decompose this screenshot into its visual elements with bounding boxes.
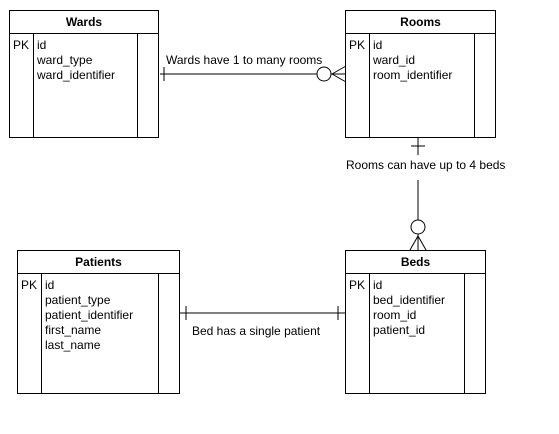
key-column xyxy=(10,33,34,137)
attribute: room_identifier xyxy=(373,68,453,82)
beds-crowfoot-left xyxy=(409,235,419,251)
beds-zero-circle xyxy=(410,219,426,235)
attribute: first_name xyxy=(45,323,102,337)
attribute: room_id xyxy=(373,308,417,322)
key-column xyxy=(18,273,42,393)
entity-title: Patients xyxy=(18,251,179,274)
attribute: ward_type xyxy=(37,53,93,67)
rooms-zero-circle xyxy=(316,66,332,82)
entity-wards[interactable]: Wards PK id ward_type ward_identifier xyxy=(9,10,159,138)
entity-rooms[interactable]: Rooms PK id ward_id room_identifier xyxy=(345,10,496,138)
entity-patients[interactable]: Patients PK id patient_type patient_iden… xyxy=(17,250,180,394)
type-column xyxy=(464,273,485,393)
primary-key-marker: PK xyxy=(12,38,29,52)
primary-key-marker: PK xyxy=(20,278,37,292)
key-column xyxy=(346,33,370,137)
attribute: id xyxy=(45,278,55,292)
attribute: id xyxy=(37,38,47,52)
rooms-crowfoot-upper xyxy=(331,65,347,75)
type-column xyxy=(474,33,495,137)
entity-title: Wards xyxy=(10,11,158,34)
type-column xyxy=(158,273,179,393)
primary-key-marker: PK xyxy=(348,278,365,292)
attribute-list: id bed_identifier room_id patient_id xyxy=(373,278,445,338)
attribute: ward_id xyxy=(373,53,416,67)
entity-title: Rooms xyxy=(346,11,495,34)
attribute-list: id patient_type patient_identifier first… xyxy=(45,278,133,353)
relationship-label-rooms-beds: Rooms can have up to 4 beds xyxy=(346,158,506,172)
attribute: id xyxy=(373,38,383,52)
relationship-label-patients-beds: Bed has a single patient xyxy=(192,324,321,338)
attribute: patient_type xyxy=(45,293,111,307)
relationship-label-wards-rooms: Wards have 1 to many rooms xyxy=(166,53,323,67)
attribute: id xyxy=(373,278,383,292)
attribute: patient_id xyxy=(373,323,426,337)
entity-title: Beds xyxy=(346,251,485,274)
primary-key-marker: PK xyxy=(348,38,365,52)
attribute: bed_identifier xyxy=(373,293,446,307)
type-column xyxy=(137,33,158,137)
attribute: ward_identifier xyxy=(37,68,116,82)
attribute: patient_identifier xyxy=(45,308,134,322)
attribute: last_name xyxy=(45,338,101,352)
entity-beds[interactable]: Beds PK id bed_identifier room_id patien… xyxy=(345,250,486,394)
rooms-crowfoot-lower xyxy=(331,73,347,83)
key-column xyxy=(346,273,370,393)
beds-crowfoot-right xyxy=(417,235,427,251)
attribute-list: id ward_type ward_identifier xyxy=(37,38,115,83)
attribute-list: id ward_id room_identifier xyxy=(373,38,452,83)
